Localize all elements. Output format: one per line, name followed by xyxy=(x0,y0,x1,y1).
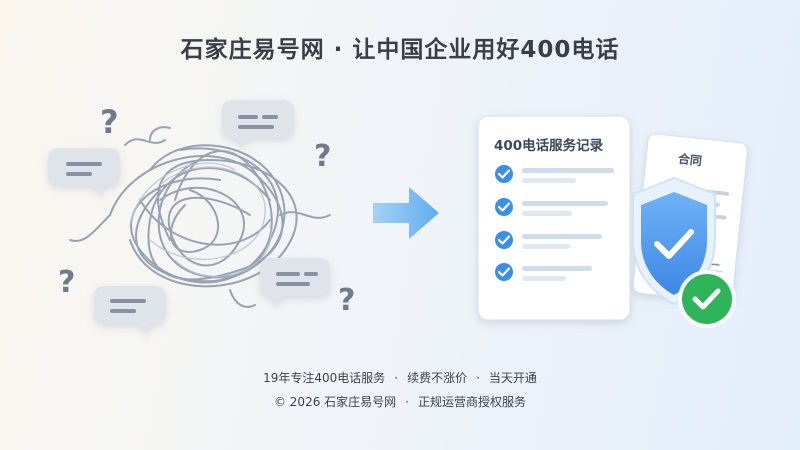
speech-bubble-icon xyxy=(222,100,294,148)
page-title: 石家庄易号网 · 让中国企业用好400电话 xyxy=(180,37,620,63)
footer-separator: · xyxy=(394,371,399,385)
authorization-text: 正规运营商授权服务 xyxy=(417,395,526,409)
arrow-right-icon xyxy=(373,187,439,239)
footer-separator: · xyxy=(405,395,409,409)
footer-feature-3: 当天开通 xyxy=(488,371,537,385)
footer-feature-2: 续费不涨价 xyxy=(407,371,468,385)
speech-bubble-icon xyxy=(260,258,330,306)
footer-feature-1: 19年专注400电话服务 xyxy=(263,371,386,385)
question-mark-icon: ? xyxy=(100,103,119,141)
card-title: 400电话服务记录 xyxy=(494,138,604,154)
question-mark-icon: ? xyxy=(338,283,355,318)
speech-bubble-icon xyxy=(48,148,120,196)
record-rows xyxy=(495,165,614,281)
footer-line-2: © 2026 石家庄易号网 · 正规运营商授权服务 xyxy=(0,393,800,410)
footer-line-1: 19年专注400电话服务 · 续费不涨价 · 当天开通 xyxy=(0,369,800,386)
check-icon xyxy=(678,270,736,328)
contract-title: 合同 xyxy=(677,151,703,169)
service-record-card xyxy=(477,115,631,321)
speech-bubble-icon xyxy=(94,286,166,334)
question-mark-icon: ? xyxy=(314,139,331,174)
tangle-scribble xyxy=(69,126,331,308)
question-mark-icon: ? xyxy=(58,265,75,300)
shield-check-icon xyxy=(632,176,716,306)
footer-separator: · xyxy=(476,371,480,385)
copyright-text: © 2026 石家庄易号网 xyxy=(273,395,397,409)
